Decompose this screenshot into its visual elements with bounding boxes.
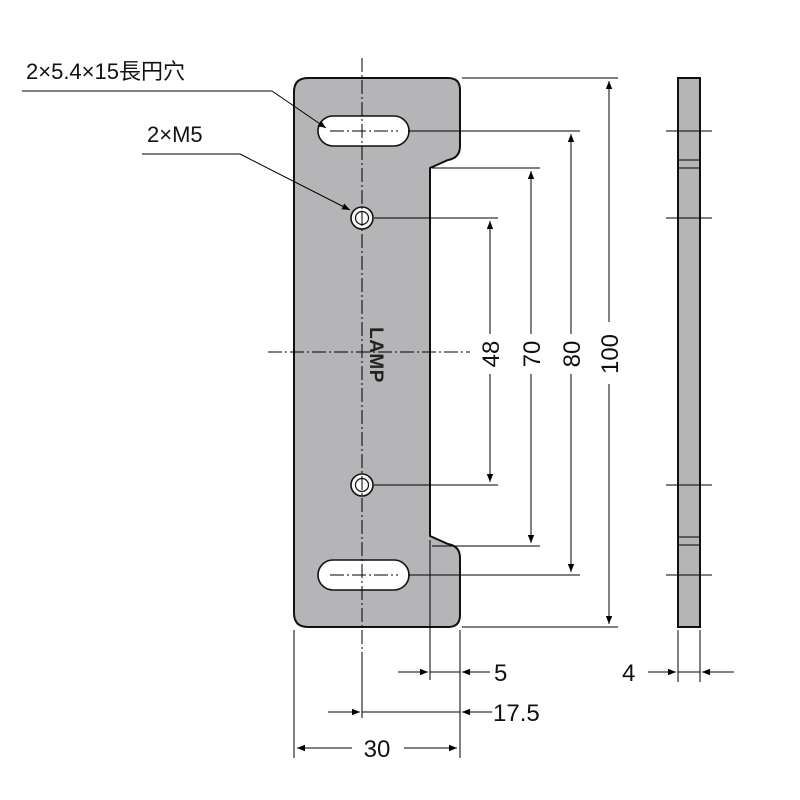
side-view: 4 bbox=[622, 77, 734, 687]
bottom-slot-hole bbox=[317, 559, 410, 591]
slot-hole-callout: 2×5.4×15長円穴 bbox=[26, 59, 185, 84]
vertical-dimensions: 48 70 80 100 bbox=[374, 77, 624, 628]
dim-notch-depth: 5 bbox=[494, 660, 507, 687]
lamp-logo: LAMP bbox=[365, 327, 386, 383]
callouts: 2×5.4×15長円穴 2×M5 bbox=[22, 59, 351, 211]
side-plate bbox=[677, 77, 701, 628]
dim-slot-pitch: 80 bbox=[559, 341, 586, 368]
top-slot-hole bbox=[317, 115, 410, 147]
dim-overall-width: 30 bbox=[364, 736, 391, 763]
m5-hole-callout: 2×M5 bbox=[147, 122, 203, 147]
horizontal-dimensions: 5 17.5 30 bbox=[293, 540, 540, 763]
dim-notch-length: 70 bbox=[519, 341, 546, 368]
dim-thickness: 4 bbox=[622, 660, 635, 687]
front-view: LAMP bbox=[268, 58, 470, 655]
dim-hole-pitch: 48 bbox=[478, 341, 505, 368]
dim-overall-height: 100 bbox=[597, 334, 624, 374]
strike-plate bbox=[293, 77, 461, 628]
dim-hole-offset: 17.5 bbox=[493, 700, 540, 727]
